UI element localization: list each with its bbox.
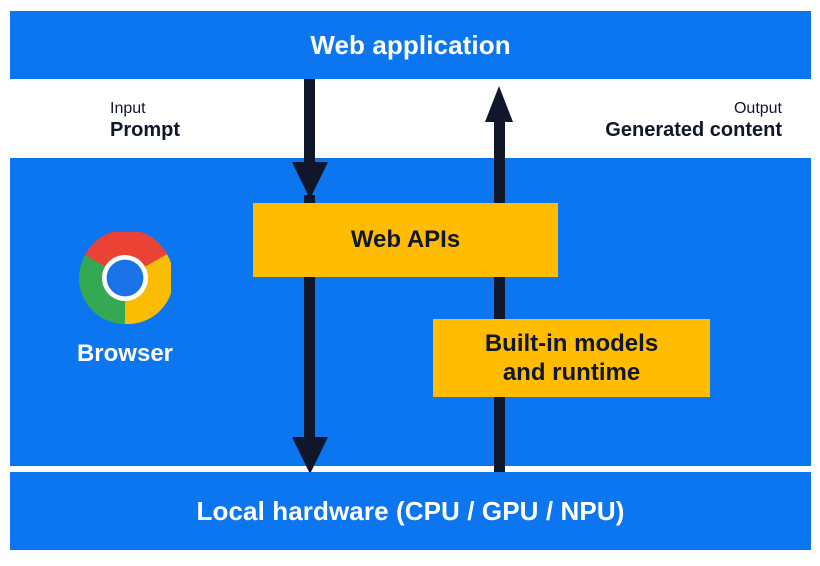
local-hardware-label: Local hardware (CPU / GPU / NPU) bbox=[196, 495, 625, 526]
local-hardware-band: Local hardware (CPU / GPU / NPU) bbox=[10, 472, 811, 550]
web-apis-box: Web APIs bbox=[253, 203, 558, 277]
output-kind-label: Output bbox=[733, 100, 782, 117]
arrow-shaft-prompt-down bbox=[304, 79, 315, 165]
output-annotation: Output Generated content bbox=[605, 100, 782, 142]
browser-label: Browser bbox=[76, 340, 174, 367]
input-value-label: Prompt bbox=[110, 118, 180, 141]
arrow-head-hardware-to-webapp-icon bbox=[485, 86, 513, 122]
output-value-label: Generated content bbox=[605, 118, 782, 141]
arrow-head-prompt-down-icon bbox=[292, 162, 328, 199]
web-apis-label: Web APIs bbox=[350, 226, 461, 254]
arrow-shaft-webapis-to-hardware bbox=[304, 195, 315, 440]
arrow-head-webapis-to-hardware-icon bbox=[292, 437, 328, 474]
web-application-label: Web application bbox=[310, 29, 511, 60]
browser-group: Browser bbox=[46, 232, 204, 368]
built-in-models-box: Built-in models and runtime bbox=[433, 319, 710, 397]
web-application-band: Web application bbox=[10, 11, 811, 79]
input-kind-label: Input bbox=[110, 100, 146, 117]
input-annotation: Input Prompt bbox=[110, 100, 180, 142]
built-in-models-label: Built-in models and runtime bbox=[484, 329, 659, 386]
chrome-logo-icon bbox=[79, 232, 171, 324]
arrow-shaft-hardware-to-webapp bbox=[494, 112, 505, 474]
